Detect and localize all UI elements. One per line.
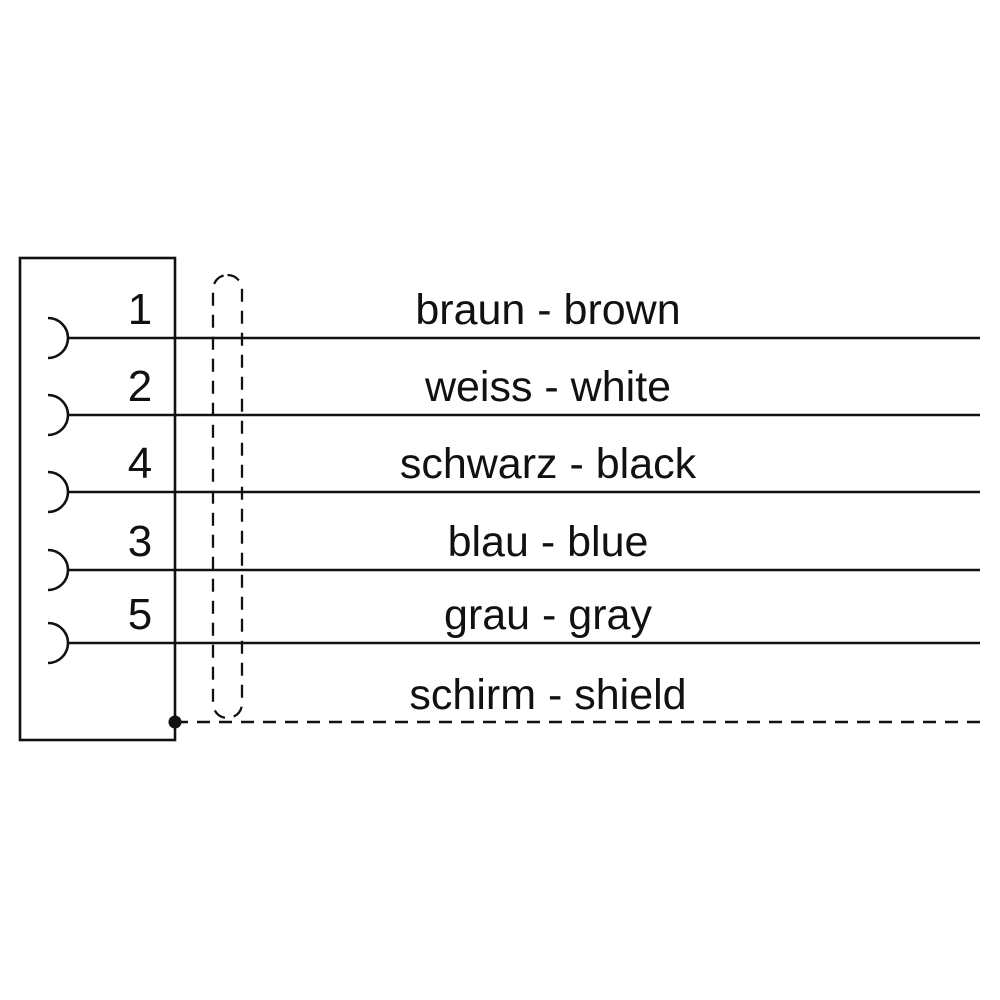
wire-label-gray: grau - gray	[444, 591, 652, 639]
pin-contact-arc-1	[47, 316, 70, 360]
pin-contact-arc-4	[47, 470, 70, 514]
pin-contact-arc-2	[47, 393, 70, 437]
wire-label-white: weiss - white	[424, 363, 672, 411]
pin-contact-arc-5	[47, 621, 70, 665]
pin-contact-arc-3	[47, 548, 70, 592]
shield-junction-dot	[168, 715, 182, 729]
pin-number-2: 2	[127, 362, 153, 411]
connector-body	[18, 256, 177, 742]
pin-number-5: 5	[127, 590, 153, 639]
wire-label-blue: blau - blue	[447, 518, 649, 566]
pin-number-3: 3	[127, 517, 153, 566]
pin-number-4: 4	[127, 439, 153, 488]
wire-label-black: schwarz - black	[399, 440, 697, 488]
wire-label-brown: braun - brown	[415, 286, 681, 334]
cable-shield-outline	[211, 273, 244, 720]
shield-label: schirm - shield	[409, 671, 687, 719]
pin-number-1: 1	[127, 285, 153, 334]
